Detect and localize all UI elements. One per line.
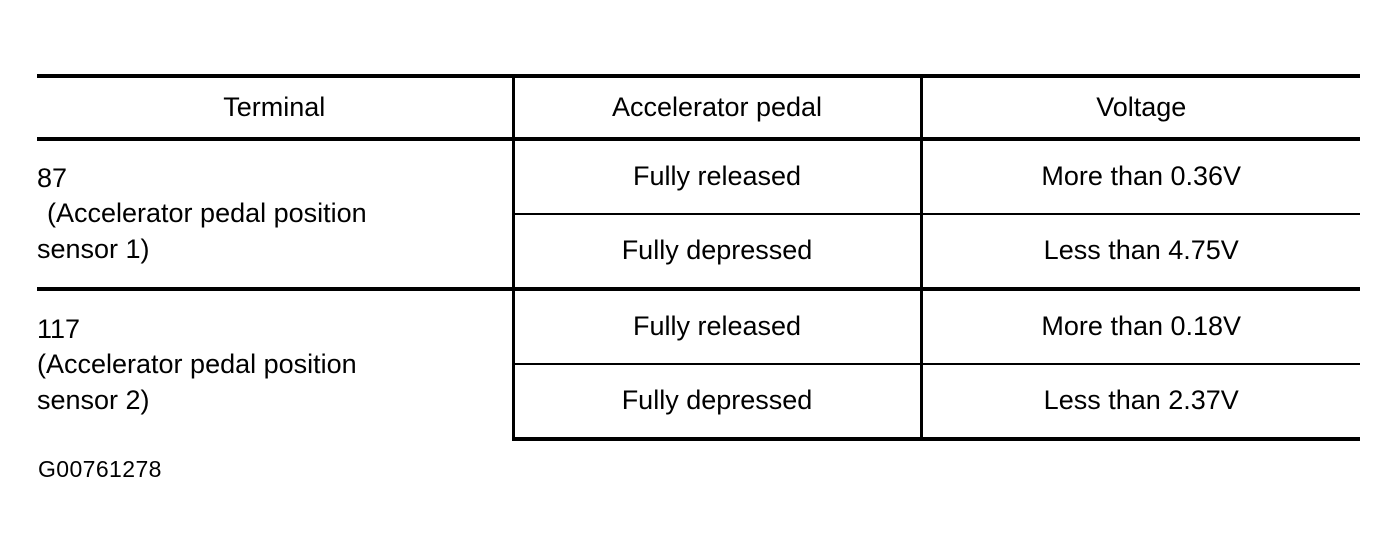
table-row: 117 (Accelerator pedal position sensor 2… (37, 287, 1360, 439)
table-row: Fully depressed Less than 2.37V (37, 363, 1360, 441)
terminal-description-line-2: sensor 2) (37, 384, 150, 415)
terminal-description-line-1: (Accelerator pedal position (47, 198, 367, 229)
pedal-state-value: Fully released (511, 287, 921, 364)
column-header-terminal: Terminal (37, 74, 513, 139)
terminal-cell-sensor-2: 117 (Accelerator pedal position sensor 2… (37, 287, 513, 439)
terminal-number: 87 (37, 162, 68, 193)
table-row: Fully depressed Less than 4.75V (37, 213, 1360, 289)
pedal-state-value: Fully depressed (511, 363, 921, 441)
voltage-value: Less than 2.37V (919, 363, 1360, 441)
voltage-value: Less than 4.75V (919, 213, 1360, 289)
terminal-description-line-2: sensor 1) (37, 233, 150, 264)
table-header-row: Terminal Accelerator pedal Voltage (37, 74, 1360, 139)
column-header-voltage: Voltage (919, 74, 1360, 139)
table-row: 87 (Accelerator pedal position sensor 1)… (37, 137, 1360, 289)
voltage-value: More than 0.36V (919, 137, 1360, 214)
pedal-state-value: Fully released (511, 137, 921, 214)
figure-id-caption: G00761278 (38, 456, 162, 482)
terminal-cell-sensor-1: 87 (Accelerator pedal position sensor 1) (37, 137, 513, 289)
accelerator-pedal-voltage-table: Terminal Accelerator pedal Voltage 87 (A… (37, 74, 1360, 441)
voltage-value: More than 0.18V (919, 287, 1360, 364)
terminal-number: 117 (37, 313, 81, 344)
terminal-description-line-1: (Accelerator pedal position (37, 349, 357, 380)
column-header-accelerator-pedal: Accelerator pedal (511, 74, 921, 139)
pedal-state-value: Fully depressed (511, 213, 921, 289)
